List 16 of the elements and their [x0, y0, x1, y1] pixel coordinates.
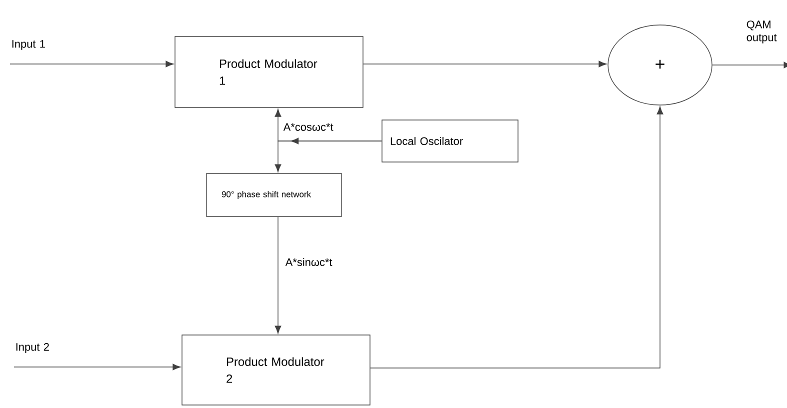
arrow [712, 62, 787, 68]
arrow [14, 364, 181, 370]
modulator-box: Product Modulator 2 [182, 334, 370, 406]
edge-label: A*cosωc*t [282, 122, 334, 132]
arrow [363, 60, 607, 68]
input-label: Input 1 [12, 40, 45, 50]
arrow [274, 140, 382, 172]
output-label: QAM output [746, 20, 777, 44]
arrow [370, 106, 664, 368]
phase-shift-box: 90° phase shift network [206, 173, 342, 217]
oscillator-box: Local Oscilator [382, 120, 518, 162]
edge-label: A*sinωc*t [284, 256, 334, 268]
arrow [10, 60, 174, 68]
arrow [274, 216, 282, 334]
modulator-box: Product Modulator 1 [174, 36, 364, 108]
input-label: Input 2 [16, 343, 49, 353]
